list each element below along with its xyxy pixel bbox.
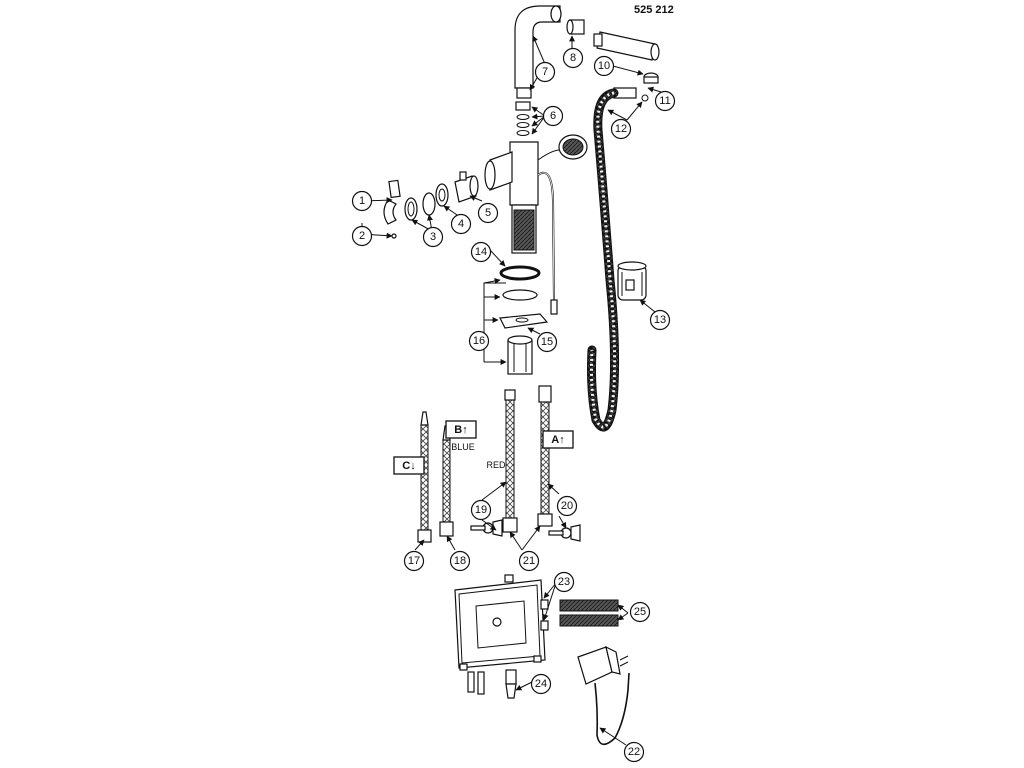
svg-text:5: 5 (485, 207, 491, 219)
aerator (566, 19, 585, 35)
tag-b: B↑ (445, 420, 477, 439)
svg-text:10: 10 (598, 60, 610, 72)
label-red: RED (486, 460, 506, 470)
callout-1: 1 (351, 190, 373, 212)
part-number: 525 212 (634, 4, 674, 16)
cartridge-nut (435, 183, 449, 207)
hose-red (502, 389, 518, 533)
callout-4: 4 (450, 213, 472, 235)
filter-cartridge (558, 134, 588, 160)
svg-text:B↑: B↑ (454, 424, 467, 436)
mixer-body (484, 141, 561, 254)
hand-spray (593, 31, 660, 61)
svg-text:16: 16 (473, 335, 485, 347)
hose-c (417, 411, 432, 543)
label-blue: BLUE (451, 442, 475, 452)
hose-b (439, 425, 454, 537)
svg-text:11: 11 (659, 95, 670, 107)
svg-text:A↑: A↑ (551, 434, 564, 446)
small-screw (391, 233, 397, 239)
svg-text:C↓: C↓ (402, 460, 415, 472)
callout-7: 7 (534, 61, 556, 83)
svg-text:22: 22 (628, 746, 640, 758)
leader-lines (361, 35, 662, 746)
svg-text:8: 8 (570, 52, 576, 64)
callout-23: 23 (553, 571, 575, 593)
svg-text:12: 12 (615, 123, 627, 135)
power-supply (577, 645, 629, 685)
svg-text:14: 14 (475, 246, 487, 258)
svg-text:19: 19 (475, 504, 487, 516)
power-cable (594, 672, 630, 746)
hose-weight (617, 261, 647, 301)
spray-washer (643, 72, 659, 84)
svg-text:2: 2 (359, 230, 365, 242)
svg-text:15: 15 (541, 336, 553, 348)
svg-text:4: 4 (458, 218, 464, 230)
svg-text:3: 3 (430, 231, 436, 243)
sensor-cable (537, 171, 555, 301)
callout-24: 24 (530, 673, 552, 695)
svg-text:20: 20 (561, 500, 573, 512)
hose-a (537, 385, 553, 527)
callout-17: 17 (403, 550, 425, 572)
callout-16: 16 (468, 330, 490, 352)
control-box (454, 574, 549, 671)
cartridge-ring (422, 192, 436, 216)
callout-20: 20 (556, 495, 578, 517)
callout-8: 8 (562, 47, 584, 69)
adhesive-strip-top (559, 599, 619, 612)
svg-text:17: 17 (408, 555, 420, 567)
callout-21: 21 (518, 550, 540, 572)
lever-handle (383, 179, 401, 225)
callout-12: 12 (610, 118, 632, 140)
svg-text:13: 13 (654, 314, 666, 326)
callout-5: 5 (477, 202, 499, 224)
callout-2: 2 (351, 225, 373, 247)
spout-fittings (515, 101, 531, 136)
callout-15: 15 (536, 331, 558, 353)
tag-c: C↓ (393, 456, 425, 475)
callout-6: 6 (542, 105, 564, 127)
tag-a: A↑ (542, 430, 574, 449)
callout-13: 13 (649, 309, 671, 331)
callout-25: 25 (629, 601, 651, 623)
callout-18: 18 (449, 550, 471, 572)
svg-text:7: 7 (542, 66, 548, 78)
o-ring (499, 265, 541, 281)
spout (514, 5, 562, 99)
washer (502, 289, 538, 301)
callout-3: 3 (422, 226, 444, 248)
svg-text:6: 6 (550, 110, 556, 122)
mounting-plate (499, 313, 549, 329)
check-valve-right (548, 524, 581, 542)
svg-text:23: 23 (558, 576, 570, 588)
check-valve-left (470, 519, 503, 537)
svg-text:21: 21 (523, 555, 535, 567)
svg-text:25: 25 (634, 606, 646, 618)
lever-ring (404, 197, 418, 221)
fixing-nut (507, 335, 533, 375)
connector-plugs (467, 669, 517, 699)
callout-14: 14 (470, 241, 492, 263)
callout-10: 10 (593, 55, 615, 77)
adhesive-strip-bottom (559, 614, 619, 627)
callout-11: 11 (654, 90, 676, 112)
svg-text:1: 1 (359, 195, 365, 207)
svg-text:18: 18 (454, 555, 466, 567)
callout-19: 19 (470, 499, 492, 521)
svg-text:24: 24 (535, 678, 547, 690)
hose-connector (613, 87, 649, 102)
callout-22: 22 (623, 741, 645, 763)
